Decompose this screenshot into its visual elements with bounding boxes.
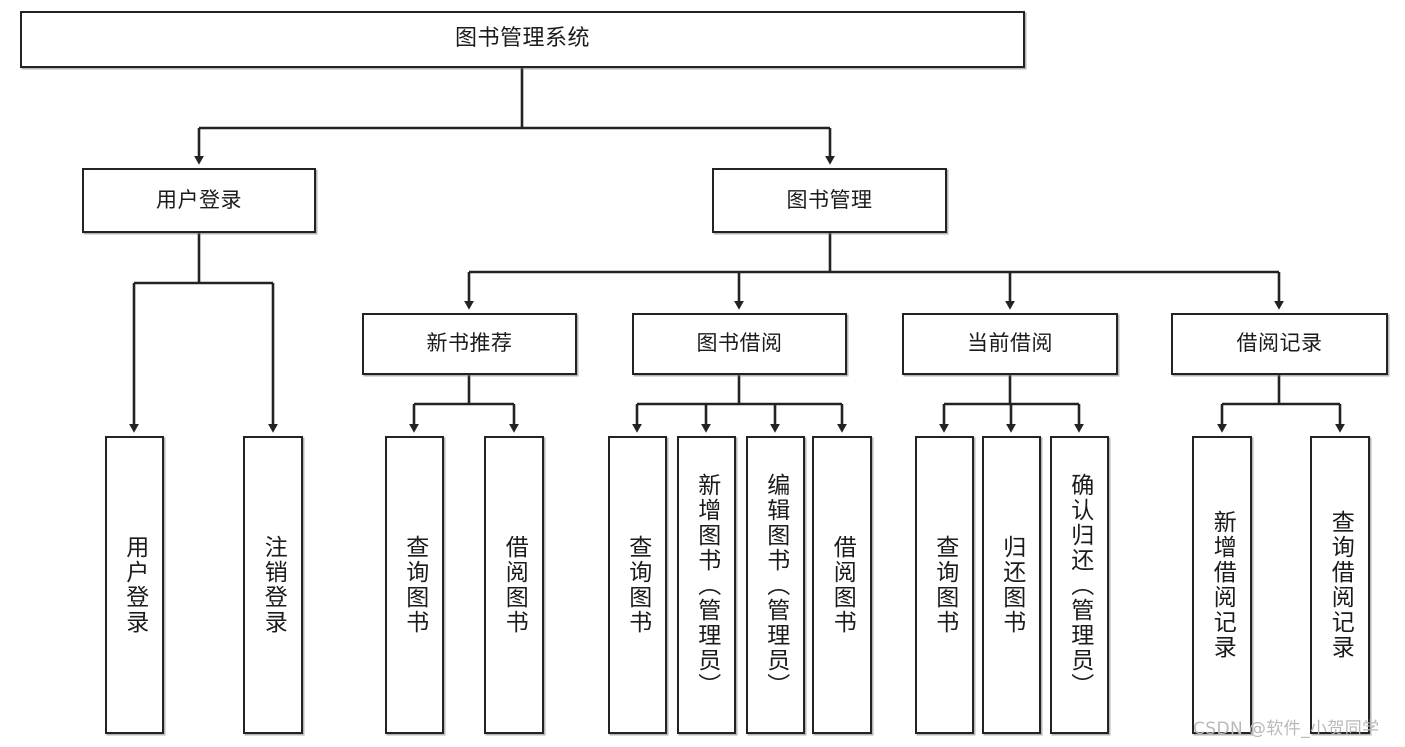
node-label: 归还图书 — [998, 535, 1025, 635]
node-label: 查询借阅记录 — [1327, 510, 1354, 660]
node-new-book-recommend[interactable]: 新书推荐 — [362, 313, 577, 375]
node-leaf-query-book-borrow[interactable]: 查询图书 — [608, 436, 667, 734]
node-leaf-confirm-return-admin[interactable]: 确认归还（管理员） — [1050, 436, 1109, 734]
node-label: 借阅记录 — [1236, 331, 1323, 356]
node-leaf-add-borrow-record[interactable]: 新增借阅记录 — [1192, 436, 1252, 734]
watermark-text: CSDN @软件_小贺同学 — [1193, 719, 1380, 739]
node-leaf-user-login[interactable]: 用户登录 — [105, 436, 164, 734]
node-leaf-user-logout[interactable]: 注销登录 — [243, 436, 303, 734]
node-leaf-borrow-book[interactable]: 借阅图书 — [812, 436, 872, 734]
node-leaf-query-book-recommend[interactable]: 查询图书 — [385, 436, 444, 734]
node-leaf-edit-book-admin[interactable]: 编辑图书（管理员） — [746, 436, 805, 734]
node-user-login[interactable]: 用户登录 — [82, 168, 316, 233]
node-label: 注销登录 — [260, 535, 287, 635]
node-borrow-record[interactable]: 借阅记录 — [1171, 313, 1388, 375]
node-label: 新增借阅记录 — [1209, 510, 1236, 660]
node-book-borrow[interactable]: 图书借阅 — [632, 313, 847, 375]
node-label: 新书推荐 — [426, 331, 513, 356]
node-label: 用户登录 — [156, 187, 242, 212]
node-label: 图书管理 — [786, 187, 873, 212]
node-leaf-return-book[interactable]: 归还图书 — [982, 436, 1041, 734]
node-label: 用户登录 — [121, 535, 148, 635]
node-leaf-query-book-current[interactable]: 查询图书 — [915, 436, 974, 734]
node-label: 编辑图书（管理员） — [762, 472, 789, 698]
node-label: 查询图书 — [931, 535, 958, 635]
node-label: 图书借阅 — [696, 331, 783, 356]
node-label: 借阅图书 — [829, 535, 856, 635]
node-book-management[interactable]: 图书管理 — [712, 168, 947, 233]
node-label: 当前借阅 — [967, 331, 1053, 356]
node-leaf-add-book-admin[interactable]: 新增图书（管理员） — [677, 436, 736, 734]
node-label: 查询图书 — [401, 535, 428, 635]
node-label: 新增图书（管理员） — [693, 472, 720, 698]
node-label: 图书管理系统 — [454, 26, 590, 52]
node-label: 确认归还（管理员） — [1066, 472, 1093, 698]
node-leaf-query-borrow-record[interactable]: 查询借阅记录 — [1310, 436, 1370, 734]
node-label: 借阅图书 — [501, 535, 528, 635]
node-root-book-management-system[interactable]: 图书管理系统 — [20, 11, 1025, 68]
node-leaf-borrow-book-recommend[interactable]: 借阅图书 — [484, 436, 544, 734]
node-current-borrow[interactable]: 当前借阅 — [902, 313, 1118, 375]
node-label: 查询图书 — [624, 535, 651, 635]
